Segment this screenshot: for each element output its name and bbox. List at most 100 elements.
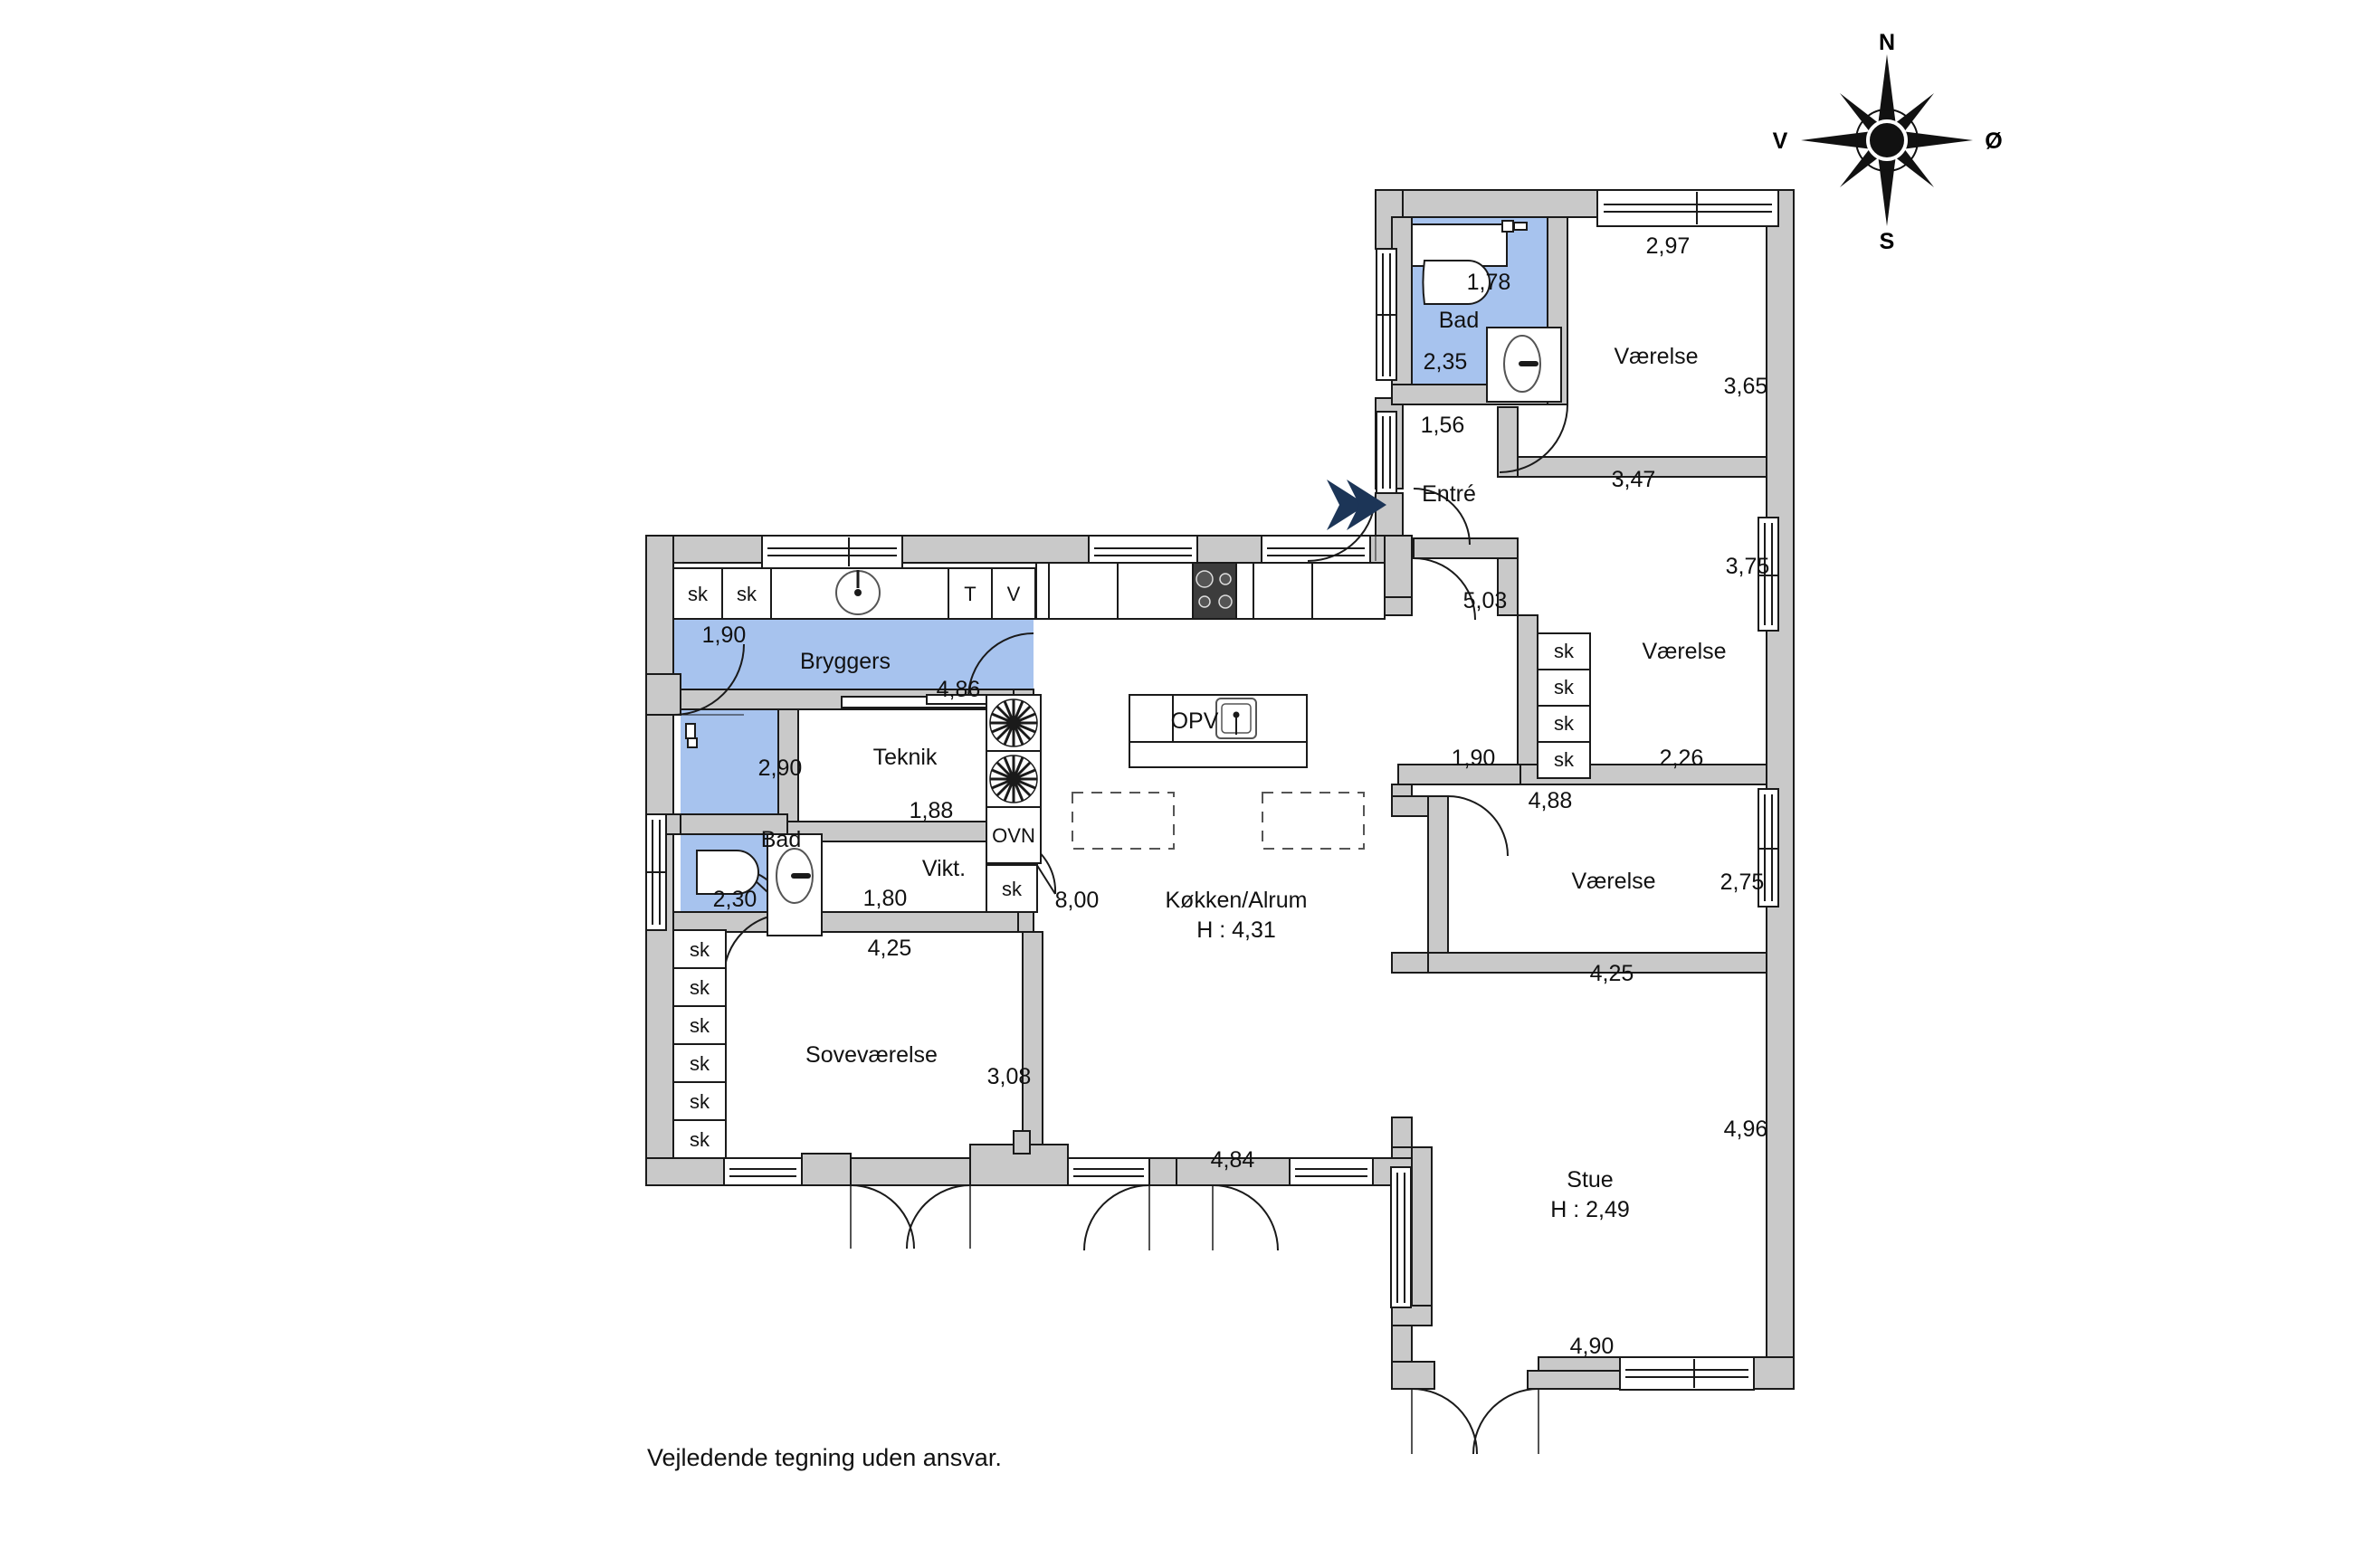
window-entre-lower [1376, 411, 1397, 494]
bryggers-sk-1 [672, 567, 723, 620]
door-stue-b [1472, 1388, 1539, 1455]
wall-stue-left-b [1411, 1146, 1433, 1326]
door-corridor [1413, 488, 1471, 546]
toilet-icon-syd [696, 850, 759, 895]
dim-490: 4,90 [1570, 1334, 1615, 1359]
dim-365: 3,65 [1724, 374, 1768, 399]
compass-hub [1873, 127, 1900, 154]
v2-sk-2 [1537, 669, 1591, 707]
door-patio-2b [1212, 1184, 1279, 1251]
window-vaerelse2-right [1758, 517, 1779, 632]
room-label-vaerelse-2: Værelse [1642, 639, 1726, 664]
dim-275: 2,75 [1720, 870, 1765, 895]
sink-drain-icon [854, 589, 862, 596]
island-front [1129, 741, 1308, 768]
labels: Bad Værelse Entré Værelse Værelse Stue H… [647, 233, 1769, 1471]
dim-486: 4,86 [937, 677, 981, 702]
window-stue-left [1390, 1166, 1412, 1308]
door-vaerelse3 [1447, 795, 1509, 857]
label-sk-sove-6: sk [690, 1128, 710, 1151]
windows [645, 189, 1779, 1391]
dim-800: 8,00 [1055, 888, 1100, 913]
window-stue-bottom [1619, 1356, 1755, 1391]
badsyd-fixtures [685, 723, 823, 936]
wall-bryggers-left-jog [645, 673, 681, 716]
wall-stue-bottom-l [1391, 1361, 1435, 1390]
window-sove-bottom-1 [723, 1157, 803, 1186]
kitchen-island [1129, 694, 1308, 768]
room-label-vikt: Vikt. [922, 856, 966, 881]
compass-label-east: Ø [1985, 128, 2002, 154]
label-sk-sove-2: sk [690, 976, 710, 999]
room-height-stue: H : 2,49 [1550, 1197, 1630, 1222]
bryggers-counter [672, 567, 1036, 620]
door-bryggers-left [672, 643, 745, 716]
compass-hub-ring [1866, 119, 1908, 161]
room-label-vaerelse-1: Værelse [1614, 344, 1698, 369]
compass-ring-group [1855, 109, 1919, 172]
window-entre-upper [1376, 248, 1397, 381]
wall-v3-bottom [1427, 952, 1767, 974]
dim-425-right: 4,25 [1590, 961, 1634, 986]
fixtures [672, 220, 1591, 1159]
dim-235: 2,35 [1424, 349, 1468, 375]
dim-503: 5,03 [1463, 588, 1508, 613]
wall-corridor-h2 [1413, 537, 1519, 559]
compass-ring-spokes [1855, 109, 1919, 172]
room-label-teknik: Teknik [873, 745, 938, 770]
tap-icon [1519, 361, 1538, 366]
label-sk-sove-4: sk [690, 1052, 710, 1075]
dim-290: 2,90 [758, 755, 803, 781]
door-vaerelse2 [1413, 557, 1476, 621]
dim-496: 4,96 [1724, 1117, 1768, 1142]
dim-488: 4,88 [1529, 788, 1573, 813]
toilet-icon [1422, 260, 1491, 305]
label-sk-sove-3: sk [690, 1014, 710, 1037]
window-vaerelse1-top [1596, 189, 1779, 227]
vaerelse2-closets [1537, 632, 1591, 779]
wall-kitchen-right-low [1384, 596, 1413, 616]
pier-2 [969, 1144, 1069, 1186]
dim-347: 3,47 [1612, 467, 1656, 492]
kitchen-counter [1035, 562, 1386, 620]
dim-190-right: 1,90 [1452, 746, 1496, 771]
room-label-bad-syd: Bad [761, 827, 801, 852]
pier-2-stub [1013, 1130, 1031, 1155]
entrance-arrow-icon [1327, 480, 1386, 530]
label-washer: V [1007, 583, 1021, 605]
window-vaerelse3-right [1758, 788, 1779, 908]
dim-188: 1,88 [910, 798, 954, 823]
label-sk-v2-1: sk [1554, 640, 1575, 662]
compass-label-west: V [1773, 128, 1788, 154]
wall-faucet-icon [1501, 220, 1528, 233]
stove-icon [1192, 562, 1237, 620]
sove-sk-2 [672, 967, 727, 1007]
label-sk-bryggers-2: sk [737, 583, 757, 605]
teknik-counter-b [926, 694, 987, 705]
oven-box [986, 806, 1042, 864]
wall-faucet-icon-syd [685, 723, 698, 748]
sovevaerelse-closets [672, 929, 727, 1159]
drawing-caption: Vejledende tegning uden ansvar. [647, 1444, 1002, 1471]
room-label-kokken-alrum: Køkken/Alrum [1166, 888, 1308, 913]
compass-label-north: N [1879, 30, 1895, 55]
wall-stue-bottom-pier2 [1527, 1370, 1621, 1390]
furniture-dashed-1 [1072, 792, 1175, 850]
kitchen-counter-end [1035, 562, 1050, 620]
dim-484: 4,84 [1211, 1147, 1255, 1173]
v2-sk-4 [1537, 741, 1591, 779]
compass-rose: N S Ø V [1773, 30, 2003, 254]
wall-stue-left-jog2 [1391, 1305, 1433, 1326]
dim-180: 1,80 [863, 886, 908, 911]
vikt-sk-box [986, 864, 1038, 913]
label-sk-v2-4: sk [1554, 748, 1575, 771]
label-sk-bryggers-1: sk [688, 583, 709, 605]
room-height-kokken: H : 4,31 [1196, 917, 1276, 943]
dim-425-left: 4,25 [868, 936, 912, 961]
dim-375: 3,75 [1726, 554, 1770, 579]
wall-vaerelse2-bottom-l [1397, 764, 1521, 785]
dim-230: 2,30 [713, 887, 757, 912]
fan-icon-1 [989, 698, 1038, 747]
